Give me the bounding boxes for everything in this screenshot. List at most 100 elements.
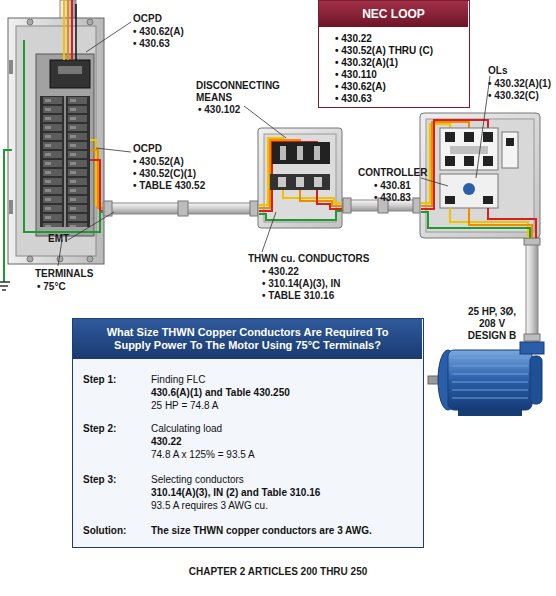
disconnect-switch: [296, 177, 304, 187]
panelboard: [0, 282, 10, 290]
emt-conduit: [526, 238, 538, 344]
disconnect-switch: [297, 146, 303, 160]
leader-line: [476, 76, 490, 178]
disconnect-switch: [264, 134, 336, 222]
callout-label: CONTROLLER: [358, 167, 427, 179]
box-header: What Size THWN Copper Conductors Are Req…: [73, 319, 422, 359]
leader-line: [96, 148, 131, 152]
motor-controller: [483, 156, 493, 166]
callout-label: • 430.81: [374, 180, 411, 192]
step-text: Calculating load: [151, 423, 222, 435]
motor: [428, 342, 544, 416]
callout-label: • 430.52(A): [133, 156, 184, 168]
panelboard: [27, 256, 33, 262]
callout-label: • 430.32(A)(1): [488, 78, 551, 90]
motor-controller: [464, 132, 474, 142]
panelboard: [57, 256, 63, 262]
emt-conduit: [524, 334, 540, 341]
motor-controller: [420, 113, 540, 238]
leader-line: [86, 22, 131, 52]
code-reference: • 430.110: [335, 69, 377, 81]
callout-label: • 310.14(A)(3), IN: [262, 278, 341, 290]
panelboard: [87, 256, 93, 262]
panelboard: [87, 19, 93, 25]
panelboard: [50, 60, 90, 88]
callout-label: • 430.32(C): [488, 90, 539, 102]
step-text: Selecting conductors: [151, 474, 244, 486]
step-text: 430.6(A)(1) and Table 430.250: [151, 387, 290, 399]
disconnect-switch: [314, 146, 320, 160]
disconnect-switch: [259, 211, 342, 220]
callout-label: 25 HP, 3Ø, 208 V DESIGN B: [462, 306, 522, 342]
motor-controller: [464, 156, 474, 166]
motor-controller: [440, 174, 498, 208]
step-text: 93.5 A requires 3 AWG cu.: [151, 500, 268, 512]
caption: CHAPTER 2 ARTICLES 200 THRU 250: [0, 566, 556, 578]
motor: [458, 408, 522, 416]
callout-label: • TABLE 310.16: [262, 290, 334, 302]
emt-conduit: [178, 201, 188, 216]
motor-controller: [440, 128, 498, 170]
code-reference: • 430.32(A)(1): [335, 57, 398, 69]
leader-line: [421, 178, 448, 186]
motor-controller: [445, 132, 455, 142]
callout-label: • 75°C: [37, 281, 66, 293]
panelboard: [63, 0, 65, 60]
step-text: 430.22: [151, 436, 182, 448]
step-text: 74.8 A x 125% = 93.5 A: [151, 449, 255, 461]
calculation-box: What Size THWN Copper Conductors Are Req…: [72, 318, 424, 548]
motor-controller: [488, 208, 536, 238]
panelboard: [36, 54, 94, 236]
panelboard: [0, 0, 104, 290]
callout-label: OLs: [488, 65, 507, 77]
code-reference: • 430.22: [335, 33, 372, 45]
panelboard: [58, 66, 82, 74]
disconnect-switch: [278, 177, 286, 187]
motor-controller: [420, 113, 540, 238]
motor-controller: [426, 119, 534, 232]
motor-controller: [506, 138, 514, 146]
leader-line: [244, 106, 286, 138]
motor-controller: [450, 146, 488, 154]
step-label: Step 3:: [83, 474, 116, 486]
callout-label: • 430.63: [133, 38, 170, 50]
callout-label: THWN cu. CONDUCTORS: [248, 253, 369, 265]
panelboard: [64, 96, 66, 227]
panelboard: [9, 200, 13, 214]
motor: [452, 358, 528, 398]
motor-controller: [469, 208, 532, 238]
disconnect-switch: [258, 128, 342, 228]
callout-label: EMT: [48, 233, 69, 245]
panelboard: [75, 4, 77, 60]
box-header: NEC LOOP: [319, 1, 468, 27]
motor: [520, 342, 544, 354]
step-text: Finding FLC: [151, 374, 205, 386]
emt-conduit: [524, 238, 540, 245]
emt-conduit: [250, 201, 258, 216]
code-reference: • 430.52(A) THRU (C): [335, 45, 433, 57]
step-text: The size THWN copper conductors are 3 AW…: [151, 525, 372, 537]
disconnect-switch: [272, 142, 330, 164]
callout-label: DISCONNECTING MEANS: [196, 80, 296, 104]
motor-controller: [463, 183, 475, 195]
panelboard: [40, 96, 90, 227]
panelboard: [9, 60, 13, 74]
motor: [448, 350, 532, 410]
leader-line: [68, 212, 114, 240]
panelboard: [27, 19, 33, 25]
panelboard: [24, 40, 104, 232]
callout-label: OCPD: [133, 143, 162, 155]
callout-label: • TABLE 430.52: [133, 180, 205, 192]
step-label: Step 1:: [83, 374, 116, 386]
panelboard: [71, 0, 73, 60]
code-reference: • 430.62(A): [335, 81, 386, 93]
step-label: Step 2:: [83, 423, 116, 435]
step-text: 310.14(A)(3), IN (2) and Table 310.16: [151, 487, 320, 499]
motor-controller: [445, 196, 455, 204]
callout-label: • 430.62(A): [133, 26, 184, 38]
callout-label: TERMINALS: [35, 268, 93, 280]
motor-controller: [502, 132, 518, 168]
disconnect-switch: [280, 146, 286, 160]
code-reference: • 430.63: [335, 93, 372, 105]
panelboard: [90, 150, 104, 208]
